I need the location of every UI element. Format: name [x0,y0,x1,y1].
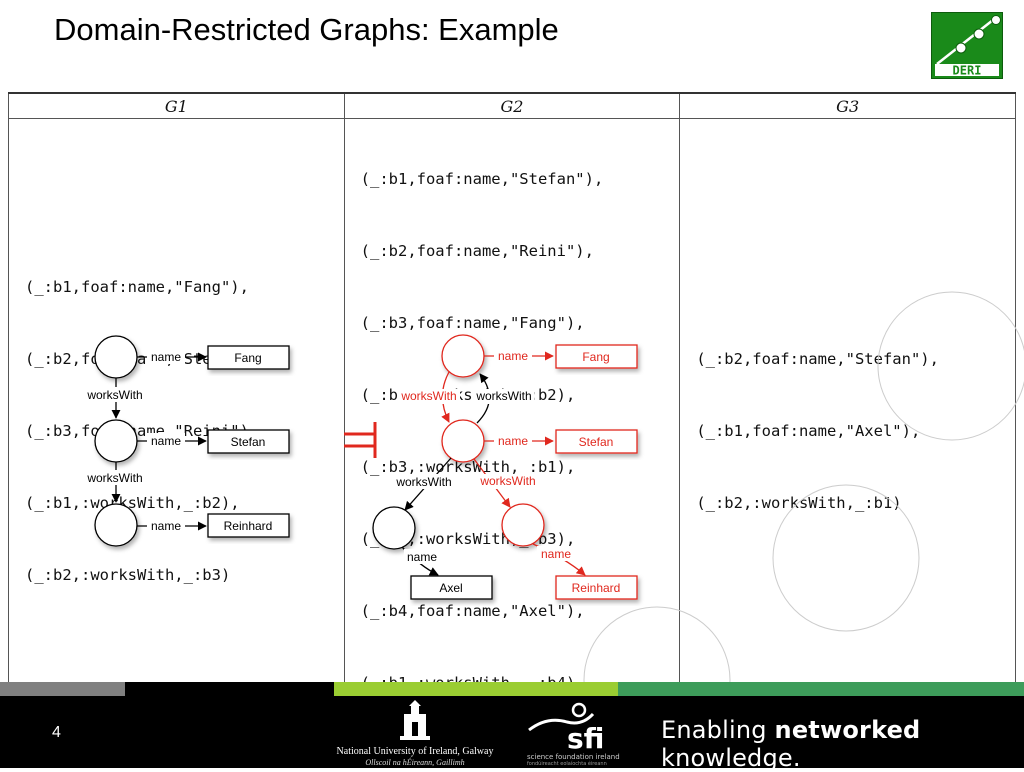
header-g2-label: G2 [500,96,524,116]
works-with-label: worksWith [86,388,142,402]
header-g1: G1 [8,93,345,119]
blank-node-highlight [501,503,545,547]
right-graph: worksWith worksWith worksWith worksWith … [372,334,638,600]
literal-fang: Fang [582,350,609,364]
literal-stefan: Stefan [231,435,266,449]
name-label: name [151,519,181,533]
name-label-highlight: name [498,434,528,448]
literal-box [207,513,290,538]
g1-triple: (_:b1,foaf:name,"Fang"), [25,278,249,296]
g3-cell: (_:b2,foaf:name,"Stefan"), (_:b1,foaf:na… [679,118,1016,744]
name-label: name [151,350,181,364]
g1-cell: (_:b1,foaf:name,"Fang"), (_:b2,foaf:name… [8,118,345,744]
blank-node [372,506,416,550]
literal-box-highlight [555,575,638,600]
sfi-name: science foundation ireland [527,753,620,761]
g2-triple: (_:b1,foaf:name,"Stefan"), [360,170,604,188]
nuig-irish-name: Ollscoil na hÉireann, Gaillimh [365,758,465,767]
sfi-irish-name: fondúireacht eolaíochta éireann [527,761,607,767]
footer-bar-lime [334,682,618,696]
background-decoration [583,291,1024,690]
g3-triple: (_:b1,foaf:name,"Axel"), [696,422,921,440]
literal-box [207,345,290,370]
g2-triple: (_:b3,:worksWith,_:b1), [360,458,576,476]
blank-node [94,335,138,379]
literal-box-highlight [555,344,638,369]
works-with-label: worksWith [475,389,531,403]
g2-triple: (_:b3,foaf:name,"Fang"), [360,314,585,332]
g3-triple: (_:b2,:worksWith,_:b1) [696,494,902,512]
name-label: name [407,550,437,564]
g1-triple: (_:b2,foaf:name,"Stefan"), [25,350,268,368]
tagline: Enabling networked knowledge. [661,716,1024,772]
literal-fang: Fang [234,351,261,365]
footer-bar-black [125,682,334,696]
literal-axel: Axel [439,581,462,595]
header-g3-label: G3 [836,96,860,116]
g1-triple: (_:b2,:worksWith,_:b3) [25,566,231,584]
decor-circle [877,291,1024,441]
header-g1-label: G1 [164,96,188,116]
blank-node [94,419,138,463]
g1-triple: (_:b3,foaf:name,"Reini"), [25,422,259,440]
name-label-highlight: name [498,349,528,363]
tagline-post: knowledge. [661,744,801,772]
entails-symbol [344,422,377,458]
literal-box [410,575,493,600]
literal-stefan: Stefan [579,435,614,449]
g1-triple: (_:b1,:worksWith,_:b2), [25,494,240,512]
decor-circle [772,484,920,632]
deri-logo: DERI [931,12,1003,79]
g2-triple: (_:b2,foaf:name,"Reini"), [360,242,594,260]
blank-node-highlight [441,334,485,378]
literal-reinhard: Reinhard [224,519,273,533]
literal-box-highlight [555,429,638,454]
left-graph: worksWith worksWith name name name Fang … [82,335,290,547]
g2-triple: (_:b4,foaf:name,"Axel"), [360,602,585,620]
blank-node-highlight [441,419,485,463]
works-with-label-highlight: worksWith [479,474,535,488]
header-g3: G3 [679,93,1016,119]
works-with-label: worksWith [395,475,451,489]
blank-node [94,503,138,547]
literal-reinhard: Reinhard [572,581,621,595]
footer-bar-gray [0,682,125,696]
nuig-name: National University of Ireland, Galway [336,746,494,757]
tagline-pre: Enabling [661,716,775,744]
slide-title: Domain-Restricted Graphs: Example [54,12,559,47]
footer [0,696,1024,768]
page-number: 4 [52,724,61,741]
triples-table: G1 G2 G3 (_:b1,foaf:name,"Fang"), (_:b2,… [8,92,1016,745]
decor-circle [583,606,731,690]
tagline-bold: networked [774,716,921,744]
name-label: name [151,434,181,448]
name-label-highlight: name [541,547,571,561]
header-g2: G2 [343,93,681,119]
graph-diagram: worksWith worksWith name name name Fang … [82,291,1024,690]
literal-box [207,429,290,454]
footer-bar-green [618,682,1024,696]
works-with-label: worksWith [86,471,142,485]
nuig-crest-icon [400,700,430,740]
sfi-logo-icon: sfi [528,702,604,752]
deri-logo-text: DERI [953,64,982,78]
works-with-label-highlight: worksWith [400,389,456,403]
svg-text:sfi: sfi [567,722,604,752]
